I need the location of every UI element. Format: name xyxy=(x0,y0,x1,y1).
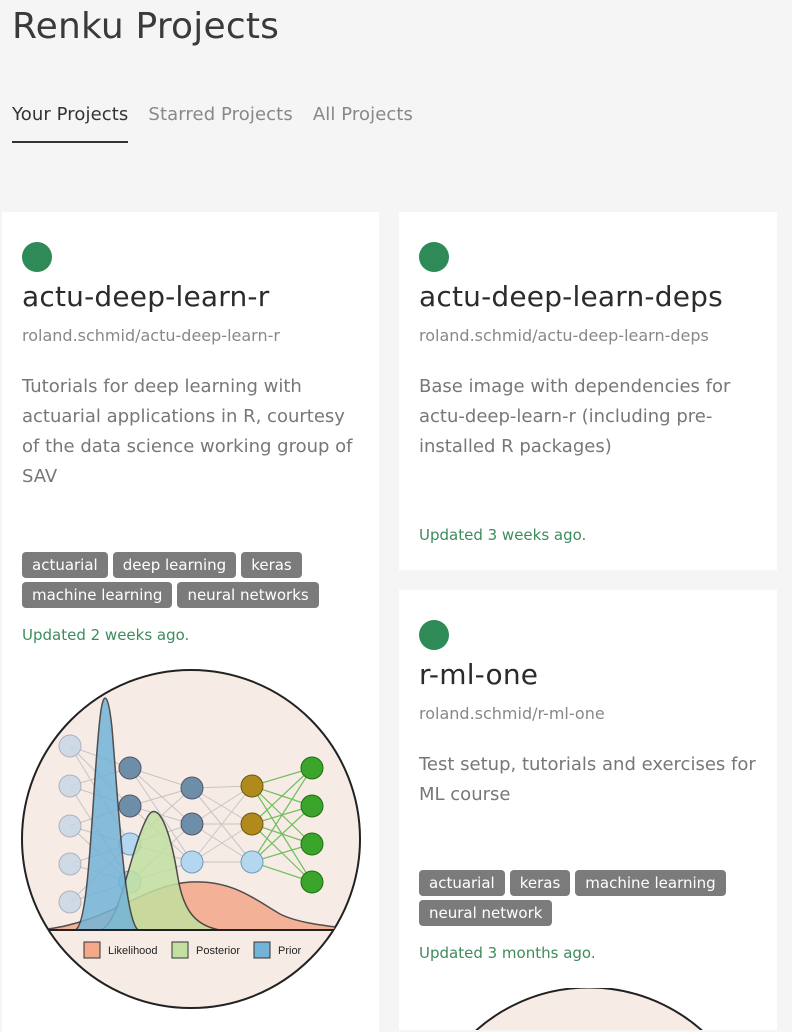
tag-list: actuarial deep learning keras machine le… xyxy=(22,552,362,612)
project-description: Test setup, tutorials and exercises for … xyxy=(419,754,756,805)
tab-starred-projects[interactable]: Starred Projects xyxy=(148,104,293,125)
updated-time: Updated 3 months ago. xyxy=(419,944,596,962)
project-card-actu-deep-learn-r[interactable]: actu-deep-learn-r roland.schmid/actu-dee… xyxy=(2,212,379,1032)
project-path: roland.schmid/actu-deep-learn-r xyxy=(22,326,280,345)
project-status-dot xyxy=(419,620,449,650)
tag[interactable]: actuarial xyxy=(22,552,108,578)
project-title-link[interactable]: actu-deep-learn-deps xyxy=(419,280,723,313)
tab-all-projects[interactable]: All Projects xyxy=(312,104,414,125)
project-status-dot xyxy=(22,242,52,272)
tab-your-projects[interactable]: Your Projects xyxy=(12,104,129,143)
tag[interactable]: actuarial xyxy=(419,870,505,896)
project-path: roland.schmid/r-ml-one xyxy=(419,704,605,723)
project-card-actu-deep-learn-deps[interactable]: actu-deep-learn-deps roland.schmid/actu-… xyxy=(399,212,777,570)
tag[interactable]: neural networks xyxy=(177,582,319,608)
legend-likelihood: Likelihood xyxy=(108,945,158,957)
project-description: Tutorials for deep learning with actuari… xyxy=(22,376,353,487)
updated-time: Updated 2 weeks ago. xyxy=(22,626,190,644)
page-title: Renku Projects xyxy=(12,6,280,47)
project-description: Base image with dependencies for actu-de… xyxy=(419,376,731,457)
updated-time: Updated 3 weeks ago. xyxy=(419,526,587,544)
legend-prior: Prior xyxy=(278,945,302,957)
legend-posterior: Posterior xyxy=(196,945,240,957)
tag[interactable]: machine learning xyxy=(22,582,173,608)
tag-list: actuarial keras machine learning neural … xyxy=(419,870,759,930)
project-card-r-ml-one[interactable]: r-ml-one roland.schmid/r-ml-one Test set… xyxy=(399,590,777,1030)
project-status-dot xyxy=(419,242,449,272)
project-avatar-image xyxy=(475,988,703,1030)
tag[interactable]: machine learning xyxy=(575,870,726,896)
tag[interactable]: deep learning xyxy=(112,552,237,578)
tag[interactable]: keras xyxy=(509,870,571,896)
project-avatar-image: Likelihood Posterior Prior xyxy=(21,669,361,1009)
project-title-link[interactable]: r-ml-one xyxy=(419,658,539,691)
tag[interactable]: keras xyxy=(241,552,302,578)
project-tabs: Your Projects Starred Projects All Proje… xyxy=(12,104,433,143)
project-path: roland.schmid/actu-deep-learn-deps xyxy=(419,326,709,345)
tag[interactable]: neural network xyxy=(419,900,553,926)
project-title-link[interactable]: actu-deep-learn-r xyxy=(22,280,270,313)
